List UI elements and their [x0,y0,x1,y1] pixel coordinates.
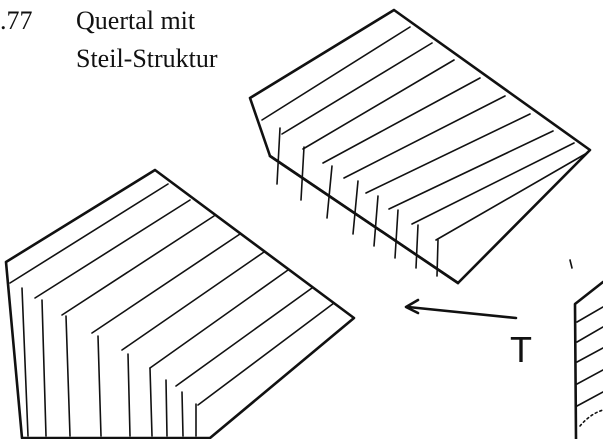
transport-arrow [404,298,518,320]
upper-ridge-block [248,8,592,285]
lower-block-outline [4,168,356,439]
partial-ridge-block [573,280,603,439]
upper-block-base [268,154,460,285]
upper-block-strata [261,26,588,241]
arrow-label: T [510,329,532,370]
figure-title-line-2: Steil-Struktur [76,44,218,73]
figure-number: .77 [0,6,33,35]
figure-title-line-1: Quertal mit [76,6,196,35]
partial-block-outline [573,280,603,439]
lower-block-front-verticals [21,287,197,437]
lower-block-strata [9,183,335,406]
sketch-mark [569,259,573,269]
lower-ridge-block [4,168,356,439]
